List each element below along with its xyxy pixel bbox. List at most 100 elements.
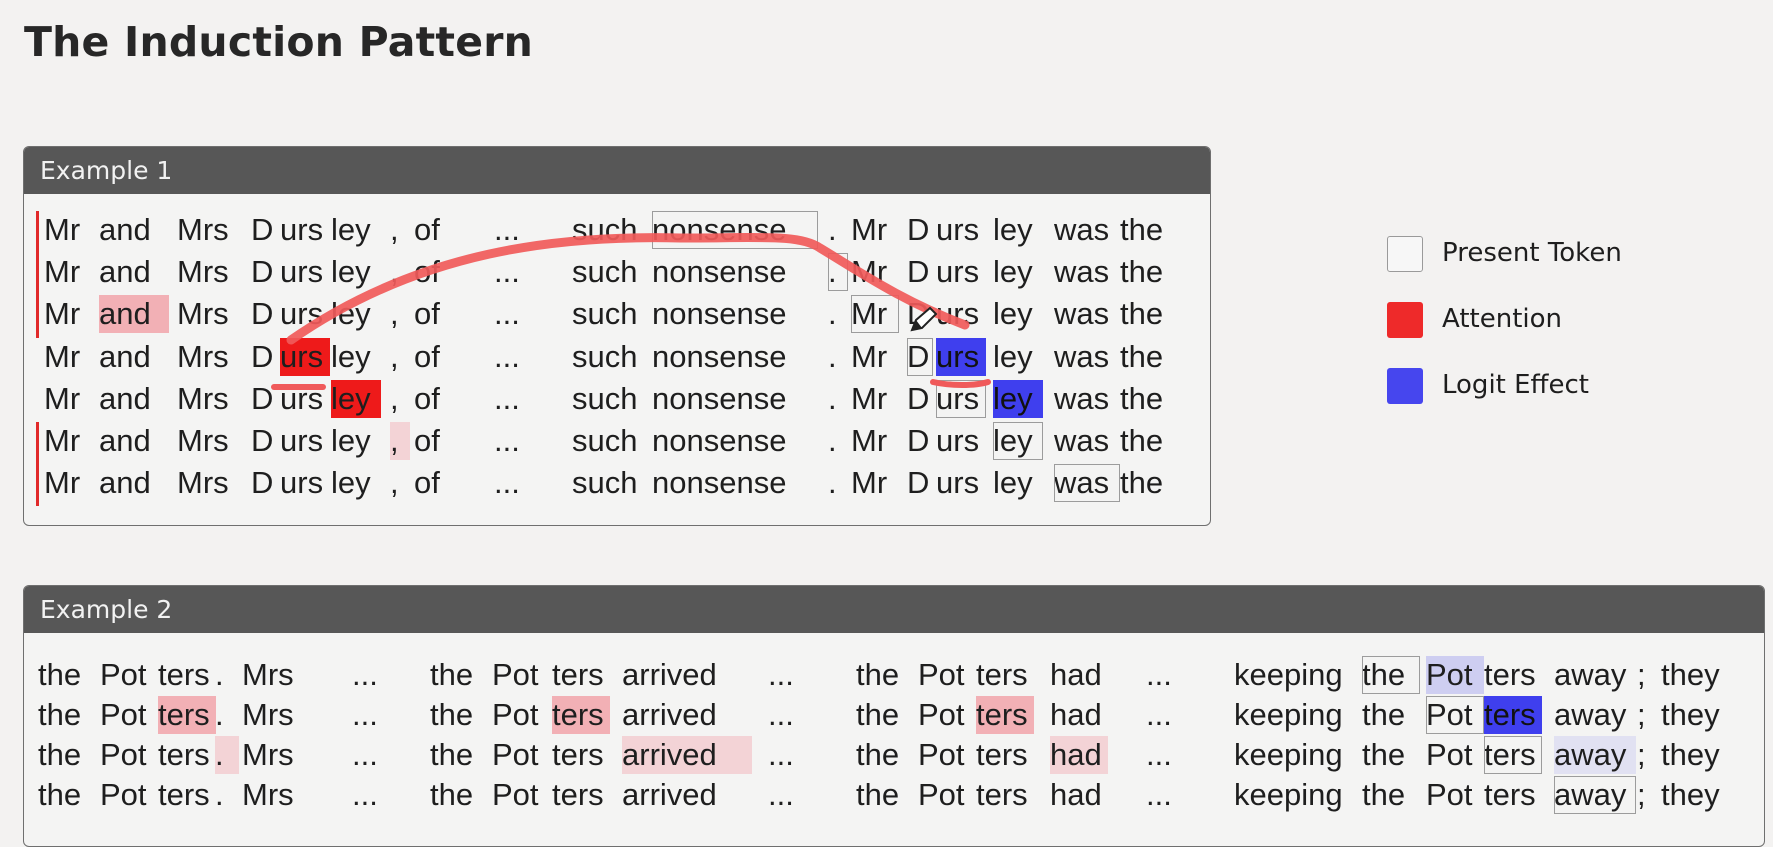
token: . [828, 296, 837, 332]
token: , [390, 465, 399, 501]
token: ... [352, 737, 378, 772]
token: ... [1146, 777, 1172, 812]
token: ley [331, 465, 371, 501]
present-token-swatch [1387, 236, 1423, 272]
token: D [907, 296, 930, 332]
token: they [1661, 697, 1720, 732]
token: ley [331, 379, 381, 418]
token: urs [936, 337, 986, 376]
token: ters [976, 696, 1034, 734]
token: and [99, 465, 151, 501]
legend-label: Logit Effect [1442, 370, 1589, 400]
token: ... [494, 465, 520, 501]
page-title: The Induction Pattern [24, 18, 534, 66]
token: Mrs [177, 465, 229, 501]
token: the [1120, 338, 1164, 374]
token: Pot [1426, 737, 1473, 772]
token: D [907, 212, 930, 247]
token: ters [552, 737, 604, 772]
token: the [856, 697, 900, 732]
token: Mr [851, 465, 888, 501]
token: nonsense [652, 254, 787, 290]
token: ... [494, 380, 520, 416]
token: ters [158, 696, 216, 734]
token: D [907, 465, 930, 501]
token: nonsense [652, 380, 787, 416]
token: the [1362, 777, 1406, 812]
token: ... [494, 296, 520, 332]
token: the [38, 737, 82, 772]
token: urs [936, 379, 986, 418]
token: . [828, 253, 848, 292]
token: Mrs [242, 737, 294, 772]
token: Mr [44, 380, 81, 416]
token: urs [280, 380, 324, 416]
token: of [414, 212, 440, 247]
token: . [828, 380, 837, 416]
token: arrived [622, 657, 717, 692]
token: ... [494, 338, 520, 374]
token: Mrs [242, 697, 294, 732]
token: D [251, 423, 274, 458]
token: the [1120, 254, 1164, 290]
token: such [572, 296, 638, 332]
token: ters [158, 737, 210, 772]
token: . [215, 657, 224, 692]
token: ... [1146, 737, 1172, 772]
token: arrived [622, 777, 717, 812]
token: nonsense [652, 296, 787, 332]
token: . [828, 423, 837, 458]
token: Pot [492, 697, 539, 732]
token: Pot [100, 697, 147, 732]
token: D [907, 337, 933, 376]
row-marker [36, 295, 39, 338]
token: Mrs [177, 423, 229, 458]
token: ley [331, 423, 371, 458]
token: Mr [44, 296, 81, 332]
token: Mrs [242, 777, 294, 812]
token: the [1120, 423, 1164, 458]
token: Mr [851, 254, 888, 290]
token: and [99, 295, 169, 334]
token: keeping [1234, 697, 1343, 732]
token: D [907, 254, 930, 290]
token: the [1362, 656, 1420, 694]
row-marker [36, 211, 39, 254]
token: . [215, 777, 224, 812]
token: and [99, 423, 151, 458]
token: such [572, 254, 638, 290]
token: had [1050, 697, 1102, 732]
token: ... [352, 777, 378, 812]
token: ters [1484, 777, 1536, 812]
token: Pot [918, 697, 965, 732]
token: ley [993, 254, 1033, 290]
token: away [1554, 736, 1636, 774]
legend-label: Present Token [1442, 238, 1622, 268]
token: ley [993, 338, 1033, 374]
token: of [414, 338, 440, 374]
token: Pot [100, 657, 147, 692]
legend-label: Attention [1442, 304, 1562, 334]
token: the [38, 657, 82, 692]
token: ley [331, 338, 371, 374]
attention-swatch [1387, 302, 1423, 338]
token: . [828, 338, 837, 374]
example-1-header: Example 1 [24, 147, 1210, 194]
token: D [251, 338, 274, 374]
token: ... [352, 657, 378, 692]
token: the [856, 737, 900, 772]
token: Mrs [177, 212, 229, 247]
token: Mr [851, 295, 899, 334]
token: Pot [492, 777, 539, 812]
token: had [1050, 736, 1108, 774]
token: urs [280, 212, 324, 247]
token: Mr [44, 465, 81, 501]
token: the [1120, 380, 1164, 416]
token: was [1054, 212, 1110, 247]
